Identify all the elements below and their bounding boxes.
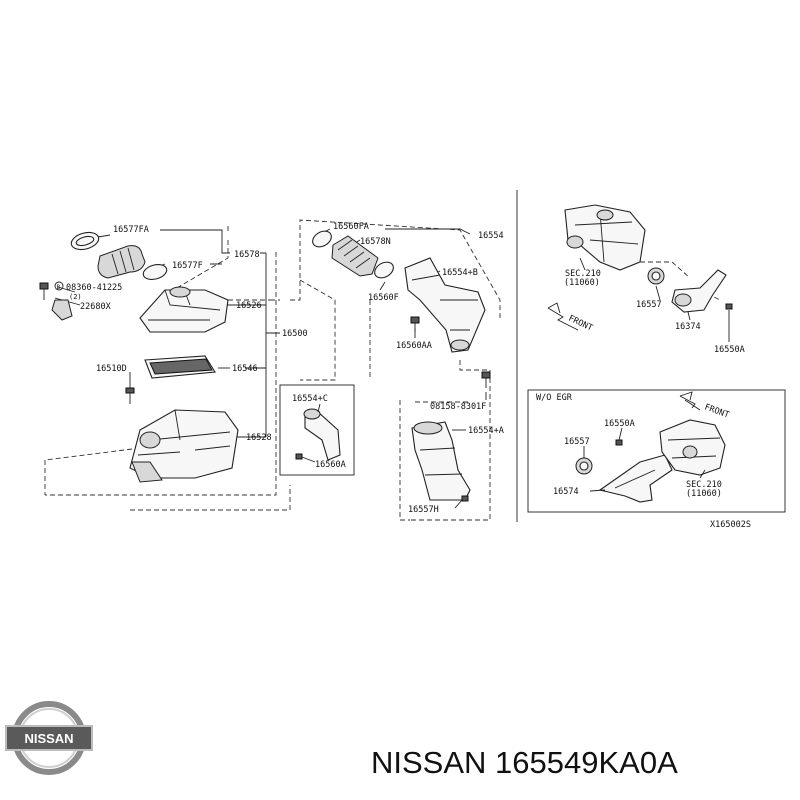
hose-16578 <box>97 245 146 279</box>
leader-16374 <box>687 311 691 321</box>
body-detail <box>137 409 231 456</box>
label-16560a: 16560A <box>315 460 346 470</box>
label-16577f: 16577F <box>172 261 203 271</box>
body-bracket <box>131 461 163 483</box>
gasket-16557b-inner <box>579 461 589 471</box>
duct-16554a-detail <box>419 447 463 476</box>
label-16560f: 16560F <box>368 293 399 303</box>
label-wo-egr: W/O EGR <box>536 393 573 403</box>
bolt-16510d <box>125 387 135 394</box>
leader-16554C <box>317 403 321 413</box>
leader-16557H <box>454 499 463 509</box>
bolt-16560aa <box>410 316 420 324</box>
label-08360-qty: (2) <box>69 293 82 301</box>
label-16528: 16528 <box>246 433 272 443</box>
bolt-16560a <box>295 453 303 460</box>
label-16554c: 16554+C <box>292 394 328 404</box>
label-16557-a: 16557 <box>636 300 662 310</box>
duct-16554b <box>404 257 486 353</box>
diagram-code: X165002S <box>710 520 751 530</box>
label-16578n: 16578N <box>360 237 391 247</box>
label-16510d: 16510D <box>96 364 127 374</box>
bolt-08360 <box>39 282 49 290</box>
clamp-16560f <box>374 261 394 279</box>
hose-16578-rib <box>111 247 135 275</box>
throttle-body-detail <box>574 211 639 263</box>
label-16560fa: 16560FA <box>333 222 369 232</box>
label-22680x: 22680X <box>80 302 112 312</box>
label-16560aa: 16560AA <box>396 341 432 351</box>
throttle-b-port <box>682 445 698 459</box>
detail-box-16554c <box>279 384 355 476</box>
leader-16500 <box>245 252 280 438</box>
label-16577fa: 16577FA <box>113 225 149 235</box>
cover-inlet <box>169 286 191 298</box>
leader-16560A <box>301 456 316 463</box>
assembly-outline-right <box>299 279 491 521</box>
sensor-22680x <box>51 299 73 321</box>
front-arrow-icon-b <box>679 391 701 411</box>
label-11060-a: (11060) <box>564 278 600 288</box>
label-front-a: FRONT <box>567 314 594 334</box>
duct-16554b-detail <box>411 274 478 331</box>
label-16554a: 16554+A <box>468 426 504 436</box>
label-16550a-b: 16550A <box>604 419 635 429</box>
label-16374: 16374 <box>675 322 701 332</box>
bellows-ribs <box>337 239 371 269</box>
label-16554: 16554 <box>478 231 504 241</box>
throttle-port <box>566 235 584 249</box>
leader-16574 <box>589 489 606 492</box>
label-16526: 16526 <box>236 301 262 311</box>
clamp-16577fa-inner <box>75 235 95 247</box>
leader-sec210b <box>699 469 706 479</box>
pipe-16374-end <box>674 293 692 307</box>
label-08158: 08158-8301F <box>430 402 486 412</box>
label-16557h: 16557H <box>408 505 439 515</box>
duct-16554c-inlet <box>303 408 321 420</box>
logo-text: NISSAN <box>24 731 73 746</box>
label-16554b: 16554+B <box>442 268 478 278</box>
label-11060-b: (11060) <box>686 489 722 499</box>
label-16557-b: 16557 <box>564 437 590 447</box>
assembly-outline <box>44 219 501 511</box>
label-sec210-a: SEC.210 <box>565 269 601 279</box>
label-front-b: FRONT <box>703 402 730 420</box>
circle-marker-icon <box>54 281 64 291</box>
bolt-16550a-b <box>615 439 623 446</box>
bolt-08158 <box>481 371 491 379</box>
label-16546: 16546 <box>232 364 258 374</box>
body-port <box>139 431 161 449</box>
label-sec210-b: SEC.210 <box>686 480 722 490</box>
leader-16557a <box>655 285 661 301</box>
bolt-16557h <box>461 495 469 502</box>
label-08360: 08360-41225 <box>66 283 122 293</box>
circle-marker-letter: B <box>57 284 61 291</box>
label-16578: 16578 <box>234 250 260 260</box>
duct-16554a <box>411 421 471 501</box>
filter-element-pleats <box>149 358 213 375</box>
nissan-logo: NISSAN <box>5 701 93 775</box>
label-16550a-a: 16550A <box>714 345 745 355</box>
leader-sec210a <box>579 257 586 271</box>
duct-16554c <box>304 411 341 461</box>
leader-16554 <box>385 228 471 235</box>
bolt-16550a-a <box>725 303 733 310</box>
label-16574: 16574 <box>553 487 579 497</box>
duct-16554b-outlet <box>450 339 470 351</box>
leader-16560F <box>379 281 386 291</box>
gasket-16557a-inner <box>651 271 661 281</box>
leader-16550Ab <box>618 427 623 441</box>
plate-16574-detail <box>614 469 656 489</box>
clamp-16577f <box>142 264 168 280</box>
caption-part-number: NISSAN 165549KA0A <box>371 745 678 780</box>
front-arrow-icon <box>547 302 579 331</box>
throttle-port-top <box>596 209 614 221</box>
label-16500: 16500 <box>282 329 308 339</box>
clamp-16560fa <box>312 230 332 248</box>
wo-egr-box <box>527 389 786 513</box>
duct-16554a-inlet <box>413 421 443 435</box>
